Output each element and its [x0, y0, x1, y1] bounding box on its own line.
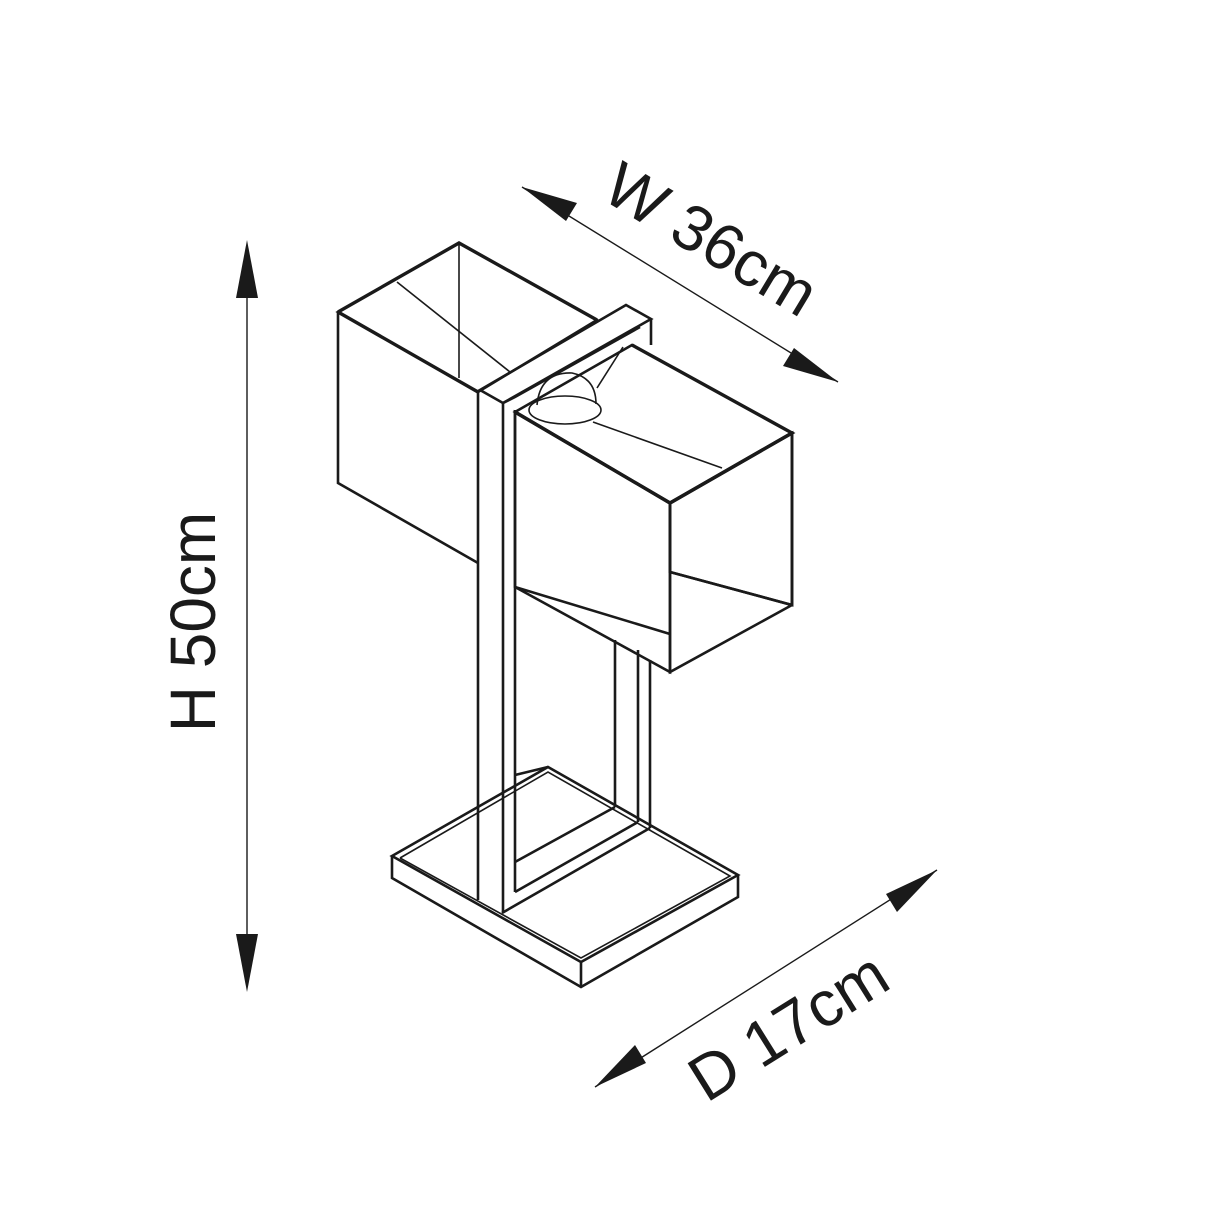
right-shade-top-edge: [514, 410, 793, 505]
left-lamp-shade: [335, 241, 600, 565]
width-dimension-arrow: [521, 186, 839, 383]
right-shade-front-face: [513, 409, 672, 675]
lamp-rear-post: [501, 640, 652, 915]
height-dimension-arrow: [236, 240, 258, 992]
right-lamp-shade: [512, 343, 796, 636]
depth-dimension-arrow: [594, 869, 938, 1088]
lamp-base: [389, 765, 741, 989]
height-label: H 50cm: [157, 512, 229, 733]
bulb-icon: [528, 372, 602, 425]
